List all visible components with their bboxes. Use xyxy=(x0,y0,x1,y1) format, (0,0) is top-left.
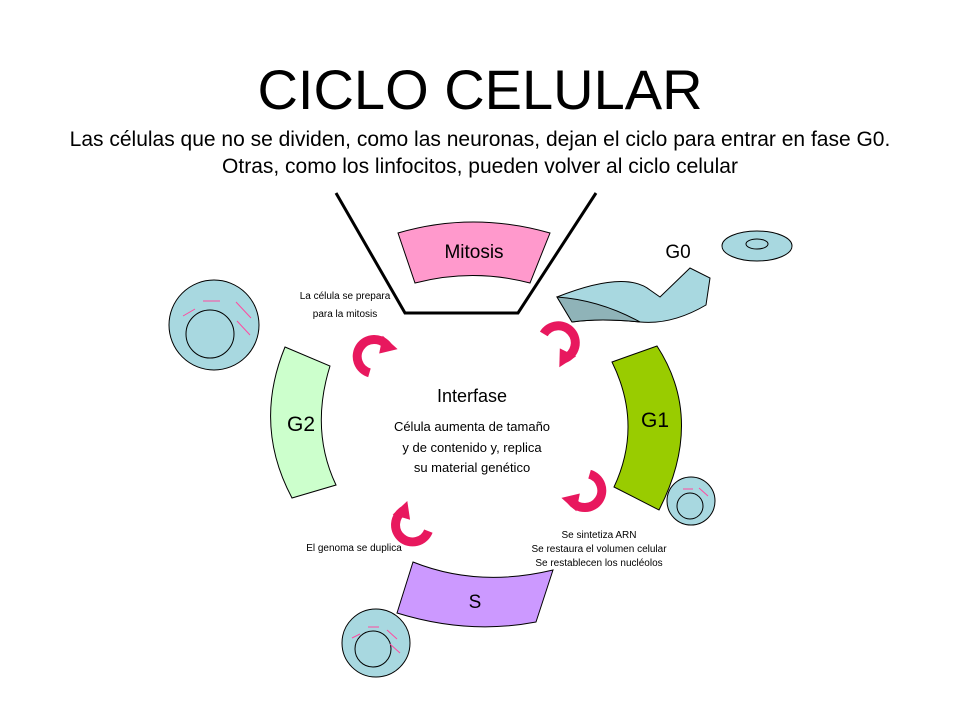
funnel-outline xyxy=(334,192,598,315)
interfase-line-3: su material genético xyxy=(414,460,530,475)
g2-label: G2 xyxy=(287,413,315,436)
interfase-line-1: Célula aumenta de tamaño xyxy=(394,419,550,434)
cycle-arrow-g1-s xyxy=(560,472,603,513)
cycle-arrow-mitosis-g1 xyxy=(535,321,584,371)
g2-note-line-1: La célula se prepara xyxy=(300,291,391,302)
cycle-arrow-g2-mitosis xyxy=(356,334,399,375)
s-band xyxy=(396,561,554,628)
g1-band xyxy=(611,345,682,511)
page-subtitle: Las células que no se dividen, como las … xyxy=(69,128,891,178)
cycle-arrow-s-g2 xyxy=(389,499,433,545)
s-label: S xyxy=(469,592,482,613)
g0-arrow-shadow xyxy=(556,296,641,323)
s-cell xyxy=(341,608,411,678)
mitosis-label: Mitosis xyxy=(444,242,503,263)
g2-band xyxy=(270,346,337,499)
interfase-title: Interfase xyxy=(437,386,507,406)
g1-label: G1 xyxy=(641,409,669,432)
g0-cell-nucleus xyxy=(745,238,769,250)
g2-note-line-2: para la mitosis xyxy=(313,309,377,320)
g1-note-line-1: Se sintetiza ARN xyxy=(561,530,636,541)
page-title: CICLO CELULAR xyxy=(257,58,703,121)
interfase-line-2: y de contenido y, replica xyxy=(402,440,542,455)
g1-note-line-3: Se restablecen los nucléolos xyxy=(535,558,662,569)
g1-cell xyxy=(666,476,716,526)
g0-label: G0 xyxy=(665,242,690,263)
g1-note-line-2: Se restaura el volumen celular xyxy=(531,544,667,555)
mitosis-band xyxy=(397,221,551,284)
g2-cell xyxy=(168,279,260,371)
s-note: El genoma se duplica xyxy=(306,543,402,554)
